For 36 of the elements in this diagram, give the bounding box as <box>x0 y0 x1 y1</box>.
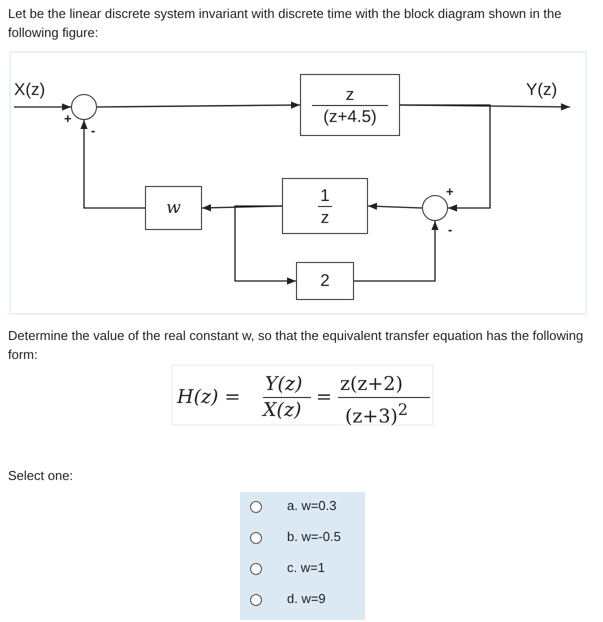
answer-option: d. w=9 <box>287 591 326 606</box>
numerator: z <box>346 84 354 104</box>
sign-label: - <box>91 124 96 137</box>
formula-text: (z+3)$^{2}$ <box>345 399 408 428</box>
gain-block: 2 <box>296 262 354 300</box>
numerator: 1 <box>320 186 330 204</box>
arrow <box>400 104 491 212</box>
formula-text: z(z+2) <box>340 373 403 395</box>
sign-label: - <box>448 223 452 236</box>
formula-text: = <box>316 386 332 408</box>
sign-label: + <box>446 185 454 198</box>
arrow <box>234 205 296 285</box>
formula-text: Y(z) <box>265 373 302 395</box>
answer-option: c. w=1 <box>287 560 325 575</box>
formula-text: H(z) = <box>177 386 240 408</box>
prompt-text: Select one: <box>8 467 74 485</box>
answer-option: a. w=0.3 <box>287 498 337 513</box>
denominator: (z+4.5) <box>323 106 377 126</box>
answer-option: b. w=-0.5 <box>287 529 341 544</box>
summing-junction <box>71 94 97 120</box>
arrow <box>14 103 71 111</box>
transfer-block <box>300 74 400 136</box>
delay-block <box>282 178 368 234</box>
arrow <box>368 202 422 210</box>
formula-text: X(z) <box>263 399 302 421</box>
signal-label: X(z) <box>14 80 58 107</box>
denominator: z <box>320 208 330 226</box>
arrow <box>80 120 145 209</box>
summing-junction <box>422 195 448 221</box>
arrow <box>97 102 300 109</box>
paragraph: Let be the linear discrete system invariant with discrete time with the block diagram shown in the following figure: <box>8 5 562 42</box>
gain-block: w <box>145 186 202 230</box>
sign-label: + <box>64 112 72 125</box>
arrow <box>354 221 439 282</box>
paragraph: Determine the value of the real constant w, so that the equivalent transfer equation has the following form: <box>8 327 584 364</box>
signal-label: Y(z) <box>526 80 570 107</box>
